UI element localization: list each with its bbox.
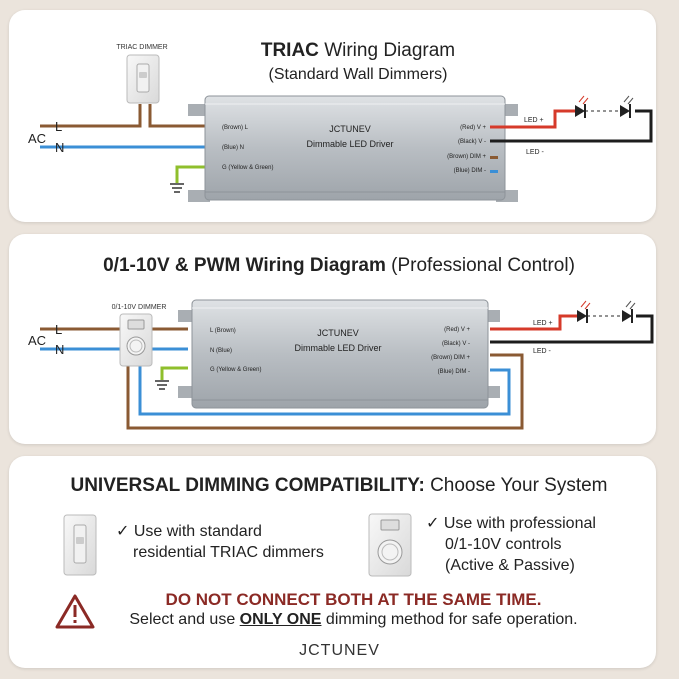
triac-dim-minus-stub: [490, 170, 498, 173]
triac-wire-led-minus: [490, 109, 653, 143]
triac-subtitle: (Standard Wall Dimmers): [269, 66, 448, 83]
led-icon: [620, 95, 634, 118]
pwm-l-label: L: [55, 322, 62, 337]
triac-terminal-vplus: (Red) V +: [460, 125, 486, 131]
triac-terminal-n: (Blue) N: [222, 145, 244, 151]
triac-dimmer-label: TRIAC DIMMER: [116, 44, 167, 51]
compat-triac-line1: ✓ Use with standard: [116, 523, 262, 540]
pwm-dimmer-label: 0/1-10V DIMMER: [112, 304, 167, 311]
pwm-terminal-dimminus: (Blue) DIM -: [438, 369, 470, 375]
pwm-wire-dim-minus: [138, 360, 511, 416]
pwm-title: 0/1-10V & PWM Wiring Diagram (Profession…: [103, 255, 575, 276]
ground-icon: [170, 183, 184, 193]
triac-driver-brand: JCTUNEV: [329, 124, 371, 134]
pwm-terminal-vminus: (Black) V -: [442, 341, 470, 347]
pwm-n-label: N: [55, 342, 64, 357]
pwm-led-plus-label: LED +: [533, 320, 553, 327]
pwm-terminal-g: G (Yellow & Green): [210, 367, 261, 373]
triac-terminal-g: G (Yellow & Green): [222, 165, 273, 171]
triac-terminal-l: (Brown) L: [222, 125, 249, 131]
triac-wire-led-plus: [490, 109, 575, 129]
led-icon: [622, 300, 636, 323]
compat-pro-line3: (Active & Passive): [445, 557, 575, 574]
pwm-driver-name: Dimmable LED Driver: [294, 343, 381, 353]
brand-footer: JCTUNEV: [299, 642, 380, 659]
compat-triac-line2: residential TRIAC dimmers: [133, 544, 324, 561]
pwm-driver: [178, 299, 500, 409]
triac-wire-g: [175, 165, 205, 183]
pwm-dimmer-switch: [368, 513, 412, 577]
pwm-terminal-n: N (Blue): [210, 348, 232, 354]
triac-driver: [188, 95, 518, 202]
compat-pro-line2: 0/1-10V controls: [445, 536, 562, 553]
triac-l-label: L: [55, 119, 62, 134]
pwm-wire-g: [160, 366, 188, 380]
pwm-led-minus-label: LED -: [533, 348, 552, 355]
compat-title: UNIVERSAL DIMMING COMPATIBILITY: Choose …: [70, 475, 607, 496]
triac-wire-l-out: [148, 104, 205, 128]
triac-dimmer-switch: [126, 54, 160, 104]
compat-pro-line1: ✓ Use with professional: [426, 515, 596, 532]
triac-led-minus-label: LED -: [526, 149, 545, 156]
triac-title: TRIAC Wiring Diagram: [261, 40, 455, 61]
ground-icon: [155, 380, 169, 390]
led-icon: [575, 95, 589, 118]
pwm-terminal-l: L (Brown): [210, 328, 236, 334]
pwm-wire-led-minus: [490, 314, 654, 344]
warning-text-emphasis: ONLY ONE: [239, 611, 322, 628]
warning-text-post: dimming method for safe operation.: [321, 611, 578, 628]
pwm-dimmer-switch: [119, 313, 153, 367]
triac-driver-name: Dimmable LED Driver: [306, 139, 393, 149]
warning-title: DO NOT CONNECT BOTH AT THE SAME TIME.: [165, 590, 542, 609]
pwm-terminal-dimplus: (Brown) DIM +: [431, 355, 470, 361]
compat-panel: [9, 456, 656, 668]
triac-led-plus-label: LED +: [524, 117, 544, 124]
triac-wire-l-in: [40, 104, 142, 128]
pwm-terminal-vplus: (Red) V +: [444, 327, 470, 333]
triac-ac-label: AC: [28, 131, 46, 146]
triac-n-label: N: [55, 140, 64, 155]
triac-terminal-dimplus: (Brown) DIM +: [447, 154, 486, 160]
triac-dimmer-switch: [63, 514, 97, 576]
led-icon: [577, 300, 591, 323]
pwm-wire-dim-plus: [126, 353, 524, 430]
pwm-wire-led-plus: [490, 314, 577, 331]
triac-dim-plus-stub: [490, 156, 498, 159]
warning-text-pre: Select and use: [129, 611, 240, 628]
warning-icon: [55, 594, 95, 629]
pwm-driver-brand: JCTUNEV: [317, 328, 359, 338]
triac-terminal-dimminus: (Blue) DIM -: [454, 168, 486, 174]
triac-terminal-vminus: (Black) V -: [458, 139, 486, 145]
pwm-ac-label: AC: [28, 333, 46, 348]
warning-subtitle: Select and use ONLY ONE dimming method f…: [0, 611, 679, 629]
